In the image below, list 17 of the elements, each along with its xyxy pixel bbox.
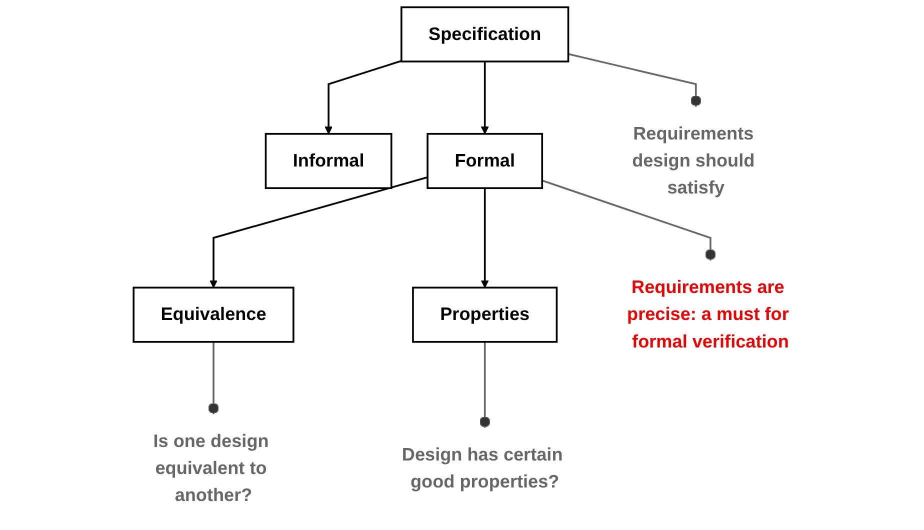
node-box xyxy=(264,132,392,190)
node-box xyxy=(412,286,558,343)
arrow xyxy=(480,62,489,134)
arrow xyxy=(480,188,489,288)
node-box xyxy=(400,6,570,62)
connector xyxy=(479,342,490,428)
node-box xyxy=(132,286,294,343)
node-box xyxy=(426,132,544,190)
connector xyxy=(542,180,716,260)
node-text: Design has certain good properties? xyxy=(402,444,563,492)
node-text: Requirements are precise: a must for formal verification xyxy=(627,278,789,352)
arrow xyxy=(210,176,428,288)
node-text: Is one design equivalent to another? xyxy=(153,431,269,506)
connector xyxy=(208,342,219,414)
node-text: Requirements design should satisfy xyxy=(632,124,755,198)
arrow xyxy=(324,60,402,134)
connector xyxy=(568,53,702,107)
